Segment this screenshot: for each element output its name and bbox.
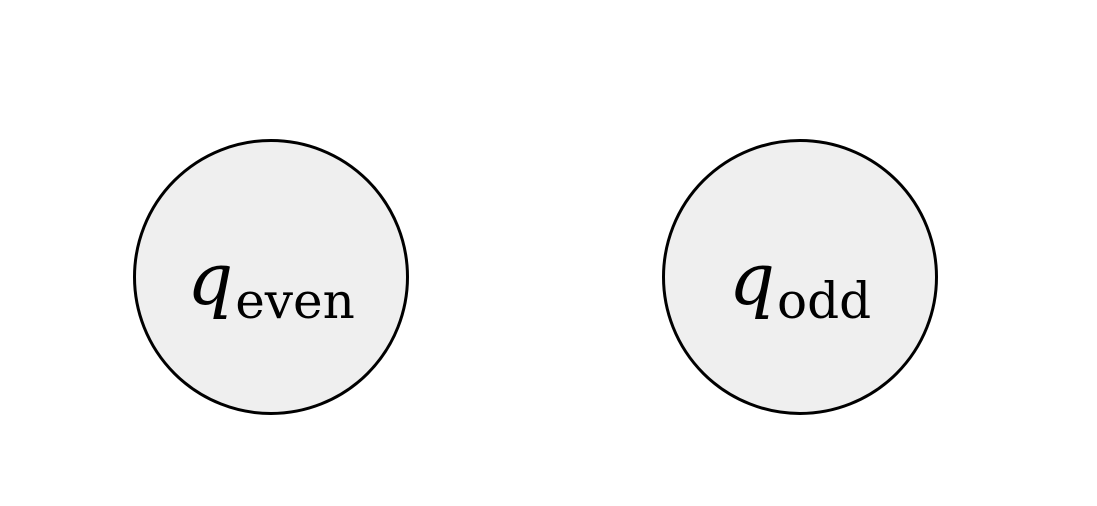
state-node-odd: qodd <box>662 139 938 415</box>
state-label-even: qeven <box>187 243 355 326</box>
state-subscript: odd <box>776 272 872 330</box>
state-node-even: qeven <box>133 139 409 415</box>
state-symbol: q <box>728 237 775 321</box>
state-symbol: q <box>187 237 234 321</box>
state-subscript: even <box>235 272 355 330</box>
state-label-odd: qodd <box>729 243 871 326</box>
